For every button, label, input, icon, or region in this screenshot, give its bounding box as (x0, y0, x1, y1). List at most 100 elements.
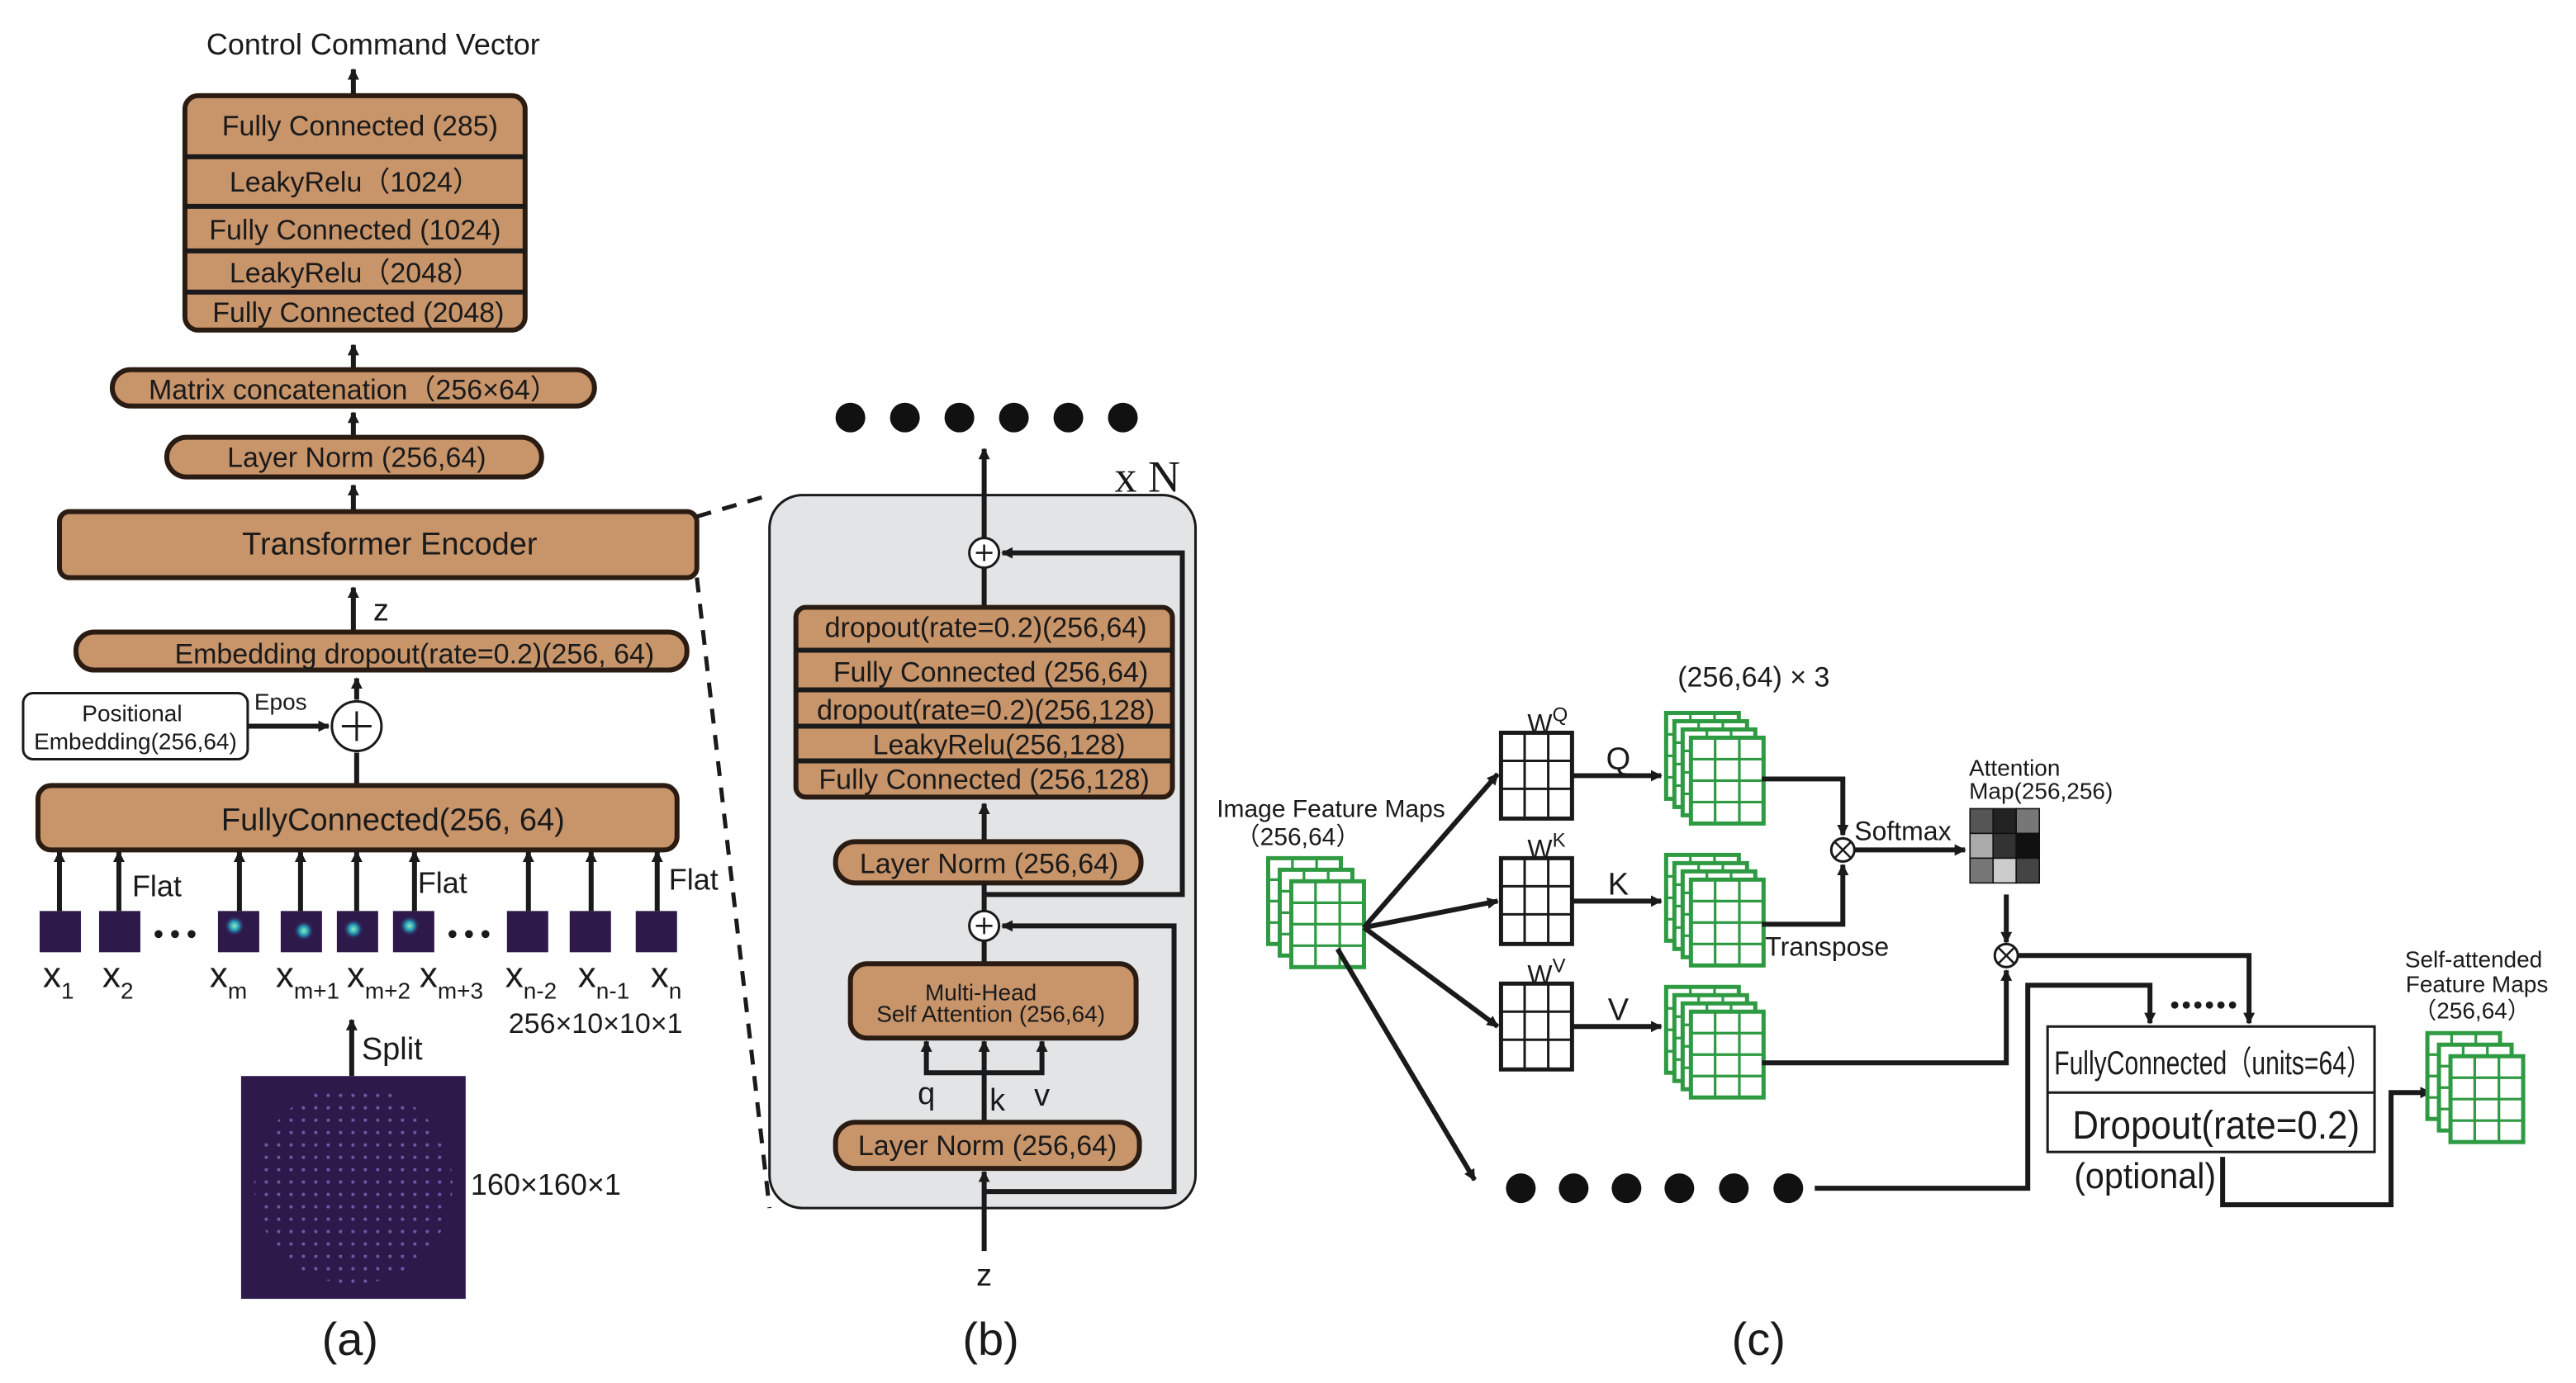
panel-a: Control Command Vector Fully Connected (… (21, 27, 719, 1365)
output-label: Control Command Vector (206, 27, 540, 61)
qkv-dims-label: (256,64) × 3 (1677, 662, 1829, 694)
zoom-line-bottom (695, 577, 772, 1209)
ffn-layer-5: Fully Connected (256,128) (818, 764, 1149, 795)
token-dots (1506, 1173, 1804, 1204)
z-input-label: z (976, 1258, 992, 1293)
weight-matrices (1498, 730, 1574, 1072)
attention-map-label-1: Attention (1969, 755, 2060, 780)
dropout-label: Dropout(rate=0.2) (2072, 1104, 2360, 1148)
fc-dropout-box (2046, 1025, 2376, 1153)
q-matrix-label: Q (1606, 741, 1631, 776)
patch-label-m3: xm+3 (420, 954, 483, 1003)
repeat-n-label: x N (1115, 452, 1180, 502)
transformer-encoder-label: Transformer Encoder (242, 528, 538, 562)
attention-label-1: Multi-Head (925, 979, 1037, 1005)
q-label: q (918, 1077, 935, 1111)
panel-a-label: (a) (322, 1313, 378, 1365)
flat-label-2: Flat (418, 865, 467, 899)
mlp-layer-2: LeakyRelu（1024） (230, 167, 481, 198)
patch-row (39, 911, 677, 953)
panel-c: Image Feature Maps （256,64） WQ WK WV Q K… (1217, 662, 2548, 1366)
patch-label-m: xm (210, 954, 247, 1003)
output-token-dots (835, 402, 1138, 433)
fully-connected-block (35, 783, 680, 853)
transformer-encoder-block (56, 509, 700, 580)
patch-arrows (53, 850, 663, 912)
ffn-layer-1: dropout(rate=0.2)(256,64) (825, 613, 1147, 644)
input-feature-maps-icon (1266, 855, 1366, 969)
patch-label-n2: xn-2 (505, 954, 557, 1003)
ffn-layer-3: dropout(rate=0.2)(256,128) (817, 694, 1155, 726)
wq-label: WQ (1527, 703, 1568, 738)
patch-label-2: x2 (102, 954, 134, 1003)
fully-connected-label: FullyConnected(256, 64) (221, 803, 565, 837)
v-label: v (1034, 1078, 1050, 1113)
patch-label-n1: xn-1 (578, 954, 629, 1003)
patch-n2 (506, 911, 548, 953)
layer-norm-label: Layer Norm (256,64) (227, 443, 486, 474)
wv-label: WV (1527, 954, 1565, 989)
patch-1 (39, 911, 81, 953)
mlp-layer-3: Fully Connected (1024) (209, 215, 500, 246)
patch-labels: x1 x2 xm xm+1 xm+2 xm+3 xn-2 xn-1 xn (43, 954, 681, 1003)
transpose-label: Transpose (1765, 931, 1889, 961)
matrix-concatenation-block (109, 367, 597, 409)
split-label: Split (362, 1032, 423, 1067)
layer-norm-block (164, 434, 544, 480)
input-feature-maps-label-2: （256,64） (1236, 823, 1361, 850)
input-image-dots (254, 1086, 453, 1285)
attention-map-icon (1969, 808, 2041, 884)
softmax-label: Softmax (1854, 816, 1951, 845)
patch-n (635, 911, 677, 953)
positional-embedding-label-1: Positional (82, 700, 182, 726)
input-dims-label: 160×160×1 (471, 1167, 621, 1201)
layer-norm-bottom-label: Layer Norm (256,64) (858, 1130, 1117, 1162)
self-attended-feature-maps-icon (2425, 1030, 2526, 1144)
feed-forward-stack (793, 604, 1175, 800)
mlp-layer-5: Fully Connected (2048) (212, 297, 504, 329)
patch-label-m2: xm+2 (347, 954, 410, 1003)
positional-embedding-label-2: Embedding(256,64) (34, 728, 237, 754)
patch-2 (98, 911, 140, 953)
ffn-layer-4: LeakyRelu(256,128) (873, 729, 1126, 760)
ellipsis-dots (154, 930, 490, 939)
zoom-line-top (696, 493, 771, 519)
patch-dims-label: 256×10×10×1 (509, 1008, 683, 1040)
output-label-1: Self-attended (2405, 946, 2542, 972)
flat-label-1: Flat (132, 869, 182, 902)
embedding-dropout-block (73, 629, 690, 673)
k-matrix-label: K (1608, 867, 1629, 902)
patch-n1 (569, 911, 611, 953)
epos-label: Epos (254, 689, 307, 714)
output-label-2: Feature Maps (2406, 971, 2549, 997)
patch-label-n: xn (651, 954, 682, 1003)
mlp-layer-1: Fully Connected (285) (222, 111, 498, 142)
layer-norm-top-label: Layer Norm (256,64) (860, 848, 1118, 879)
qkv-feature-maps (1663, 710, 1766, 1100)
mlp-layer-4: LeakyRelu（2048） (230, 258, 481, 289)
panel-b-label: (b) (962, 1313, 1018, 1365)
panel-b: x N dropout(rate=0.2)(256,64) Fully Conn… (768, 402, 1198, 1365)
matrix-concatenation-label: Matrix concatenation（256×64） (149, 375, 558, 406)
optional-label: (optional) (2074, 1156, 2216, 1196)
layer-norm-top-block (833, 839, 1144, 886)
flat-label-3: Flat (669, 862, 719, 896)
attention-label-2: Self Attention (256,64) (876, 1001, 1105, 1026)
z-label: z (373, 594, 389, 628)
ellipsis-dots-c (2170, 1001, 2237, 1009)
attention-map-label-2: Map(256,256) (1969, 778, 2113, 803)
ffn-layer-2: Fully Connected (256,64) (833, 657, 1148, 689)
v-matrix-label: V (1608, 992, 1630, 1027)
k-label: k (989, 1083, 1006, 1118)
embedding-dropout-label: Embedding dropout(rate=0.2)(256, 64) (174, 639, 654, 670)
patch-label-m1: xm+1 (276, 954, 339, 1003)
fc-units-label: FullyConnected（units=64） (2054, 1045, 2371, 1082)
patch-label-1: x1 (43, 954, 74, 1003)
panel-c-label: (c) (1732, 1313, 1786, 1365)
output-label-3: （256,64） (2413, 997, 2531, 1023)
multi-head-attention-block (847, 961, 1139, 1041)
wk-label: WK (1527, 829, 1565, 864)
input-feature-maps-label-1: Image Feature Maps (1217, 795, 1445, 822)
layer-norm-bottom-block (833, 1120, 1142, 1172)
